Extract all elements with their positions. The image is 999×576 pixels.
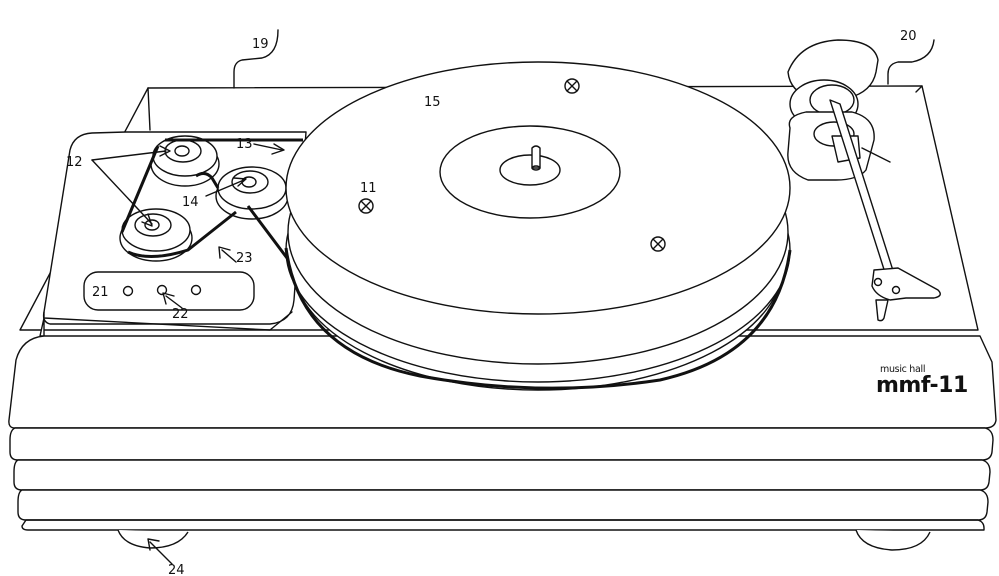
platter-screw-1 (564, 78, 580, 94)
callout-14: 14 (182, 195, 199, 210)
callout-13: 13 (236, 137, 253, 152)
callout-22: 22 (172, 307, 189, 322)
leader-20 (887, 39, 935, 85)
control-button-3 (190, 284, 202, 296)
leader-lines (91, 143, 285, 565)
callout-23: 23 (236, 251, 253, 266)
callout-20: 20 (900, 29, 917, 44)
callouts: 19 20 15 13 12 11 14 23 21 22 24 (66, 29, 917, 576)
tonearm (787, 39, 941, 322)
control-button-2 (156, 284, 168, 296)
feet (117, 529, 931, 551)
pulley-bottom (119, 208, 193, 262)
callout-15: 15 (424, 95, 441, 110)
callout-19: 19 (252, 37, 269, 52)
platter (284, 61, 792, 391)
control-button-1 (122, 285, 134, 297)
callout-24: 24 (168, 563, 185, 576)
brand-mark: music hall mmf-11 (876, 364, 968, 398)
brand-maker: music hall (880, 364, 925, 375)
callout-12: 12 (66, 155, 83, 170)
brand-model: mmf-11 (876, 373, 968, 398)
leader-19 (233, 29, 279, 89)
platter-screw-2 (358, 198, 374, 214)
pulley-top (150, 135, 220, 187)
callout-11: 11 (360, 181, 377, 196)
platter-screw-3 (650, 236, 666, 252)
callout-21: 21 (92, 285, 109, 300)
